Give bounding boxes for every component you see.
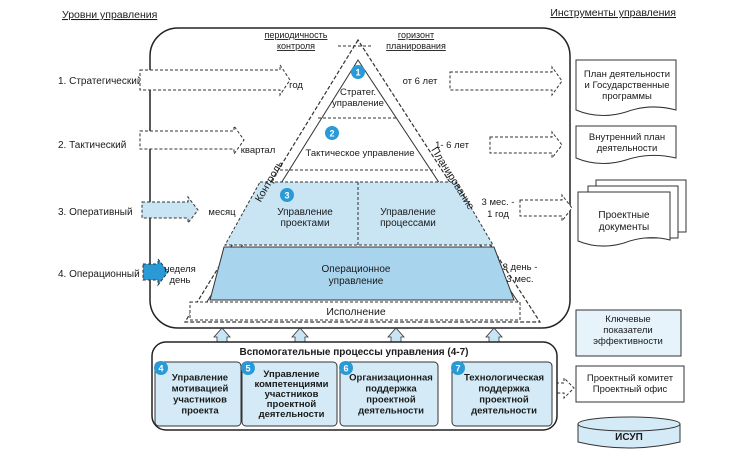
- tier-operational: [209, 246, 515, 301]
- tool-arrow-3: [519, 193, 573, 223]
- tool-3-box: [577, 191, 671, 247]
- badge-7: [451, 361, 465, 375]
- badge-3: [280, 188, 294, 202]
- level-3-arrow: [141, 195, 199, 225]
- badge-2-num: 2: [329, 129, 334, 139]
- tier-tactical-text: Тактическое управление: [306, 148, 415, 159]
- tool-6-text: ИСУП: [615, 432, 643, 443]
- badge-2: [325, 126, 339, 140]
- tool-5-box: [575, 365, 685, 403]
- support-item-6-box: [339, 361, 439, 427]
- badge-6: [339, 361, 353, 375]
- level-1-period: год: [289, 80, 303, 91]
- level-1-label: 1. Стратегический: [58, 76, 142, 87]
- badge-1-num: 1: [355, 68, 360, 78]
- badge-6-num: 6: [343, 364, 348, 374]
- level-4-arrow: [142, 257, 169, 287]
- level-2-label: 2. Тактический: [58, 140, 126, 151]
- execution-bar: [189, 301, 521, 321]
- level-4-label: 4. Операционный: [58, 269, 140, 280]
- tool-4-box: [575, 309, 682, 357]
- badge-5-num: 5: [245, 364, 250, 374]
- tool-6-cyl-top: [577, 416, 681, 432]
- tool-arrow-1: [449, 65, 563, 97]
- level-3-period: месяц: [208, 207, 236, 218]
- level-1-horizon: от 6 лет: [403, 76, 438, 87]
- level-2-period: квартал: [241, 145, 276, 156]
- level-3-label: 3. Оперативный: [58, 207, 133, 218]
- badge-3-num: 3: [284, 191, 289, 201]
- level-2-horizon: 1- 6 лет: [435, 140, 470, 151]
- badge-7-num: 7: [455, 364, 460, 374]
- support-item-4-box: [154, 361, 242, 427]
- header-tools: Инструменты управления: [550, 7, 676, 19]
- support-title: Вспомогательные процессы управления (4-7…: [239, 347, 468, 358]
- level-4-horizon: 3 день -3 мес.: [503, 262, 538, 285]
- support-to-tool-arrow: [555, 376, 575, 400]
- tool-2-box: [575, 125, 677, 164]
- badge-1: [351, 65, 365, 79]
- tool-1-box: [575, 59, 677, 116]
- support-item-5-box: [241, 361, 338, 427]
- level-1-arrow: [139, 63, 291, 97]
- tool-arrow-2: [489, 130, 563, 160]
- level-2-arrow: [139, 124, 245, 156]
- header-levels: Уровни управления: [62, 9, 157, 21]
- level-3-horizon: 3 мес. -1 год: [482, 197, 515, 220]
- badge-4-num: 4: [158, 364, 163, 374]
- execution-label: Исполнение: [326, 306, 386, 318]
- badge-4: [154, 361, 168, 375]
- tier-strategic-text: Стратег.управление: [332, 87, 384, 109]
- badge-5: [241, 361, 255, 375]
- support-item-7-box: [451, 361, 553, 427]
